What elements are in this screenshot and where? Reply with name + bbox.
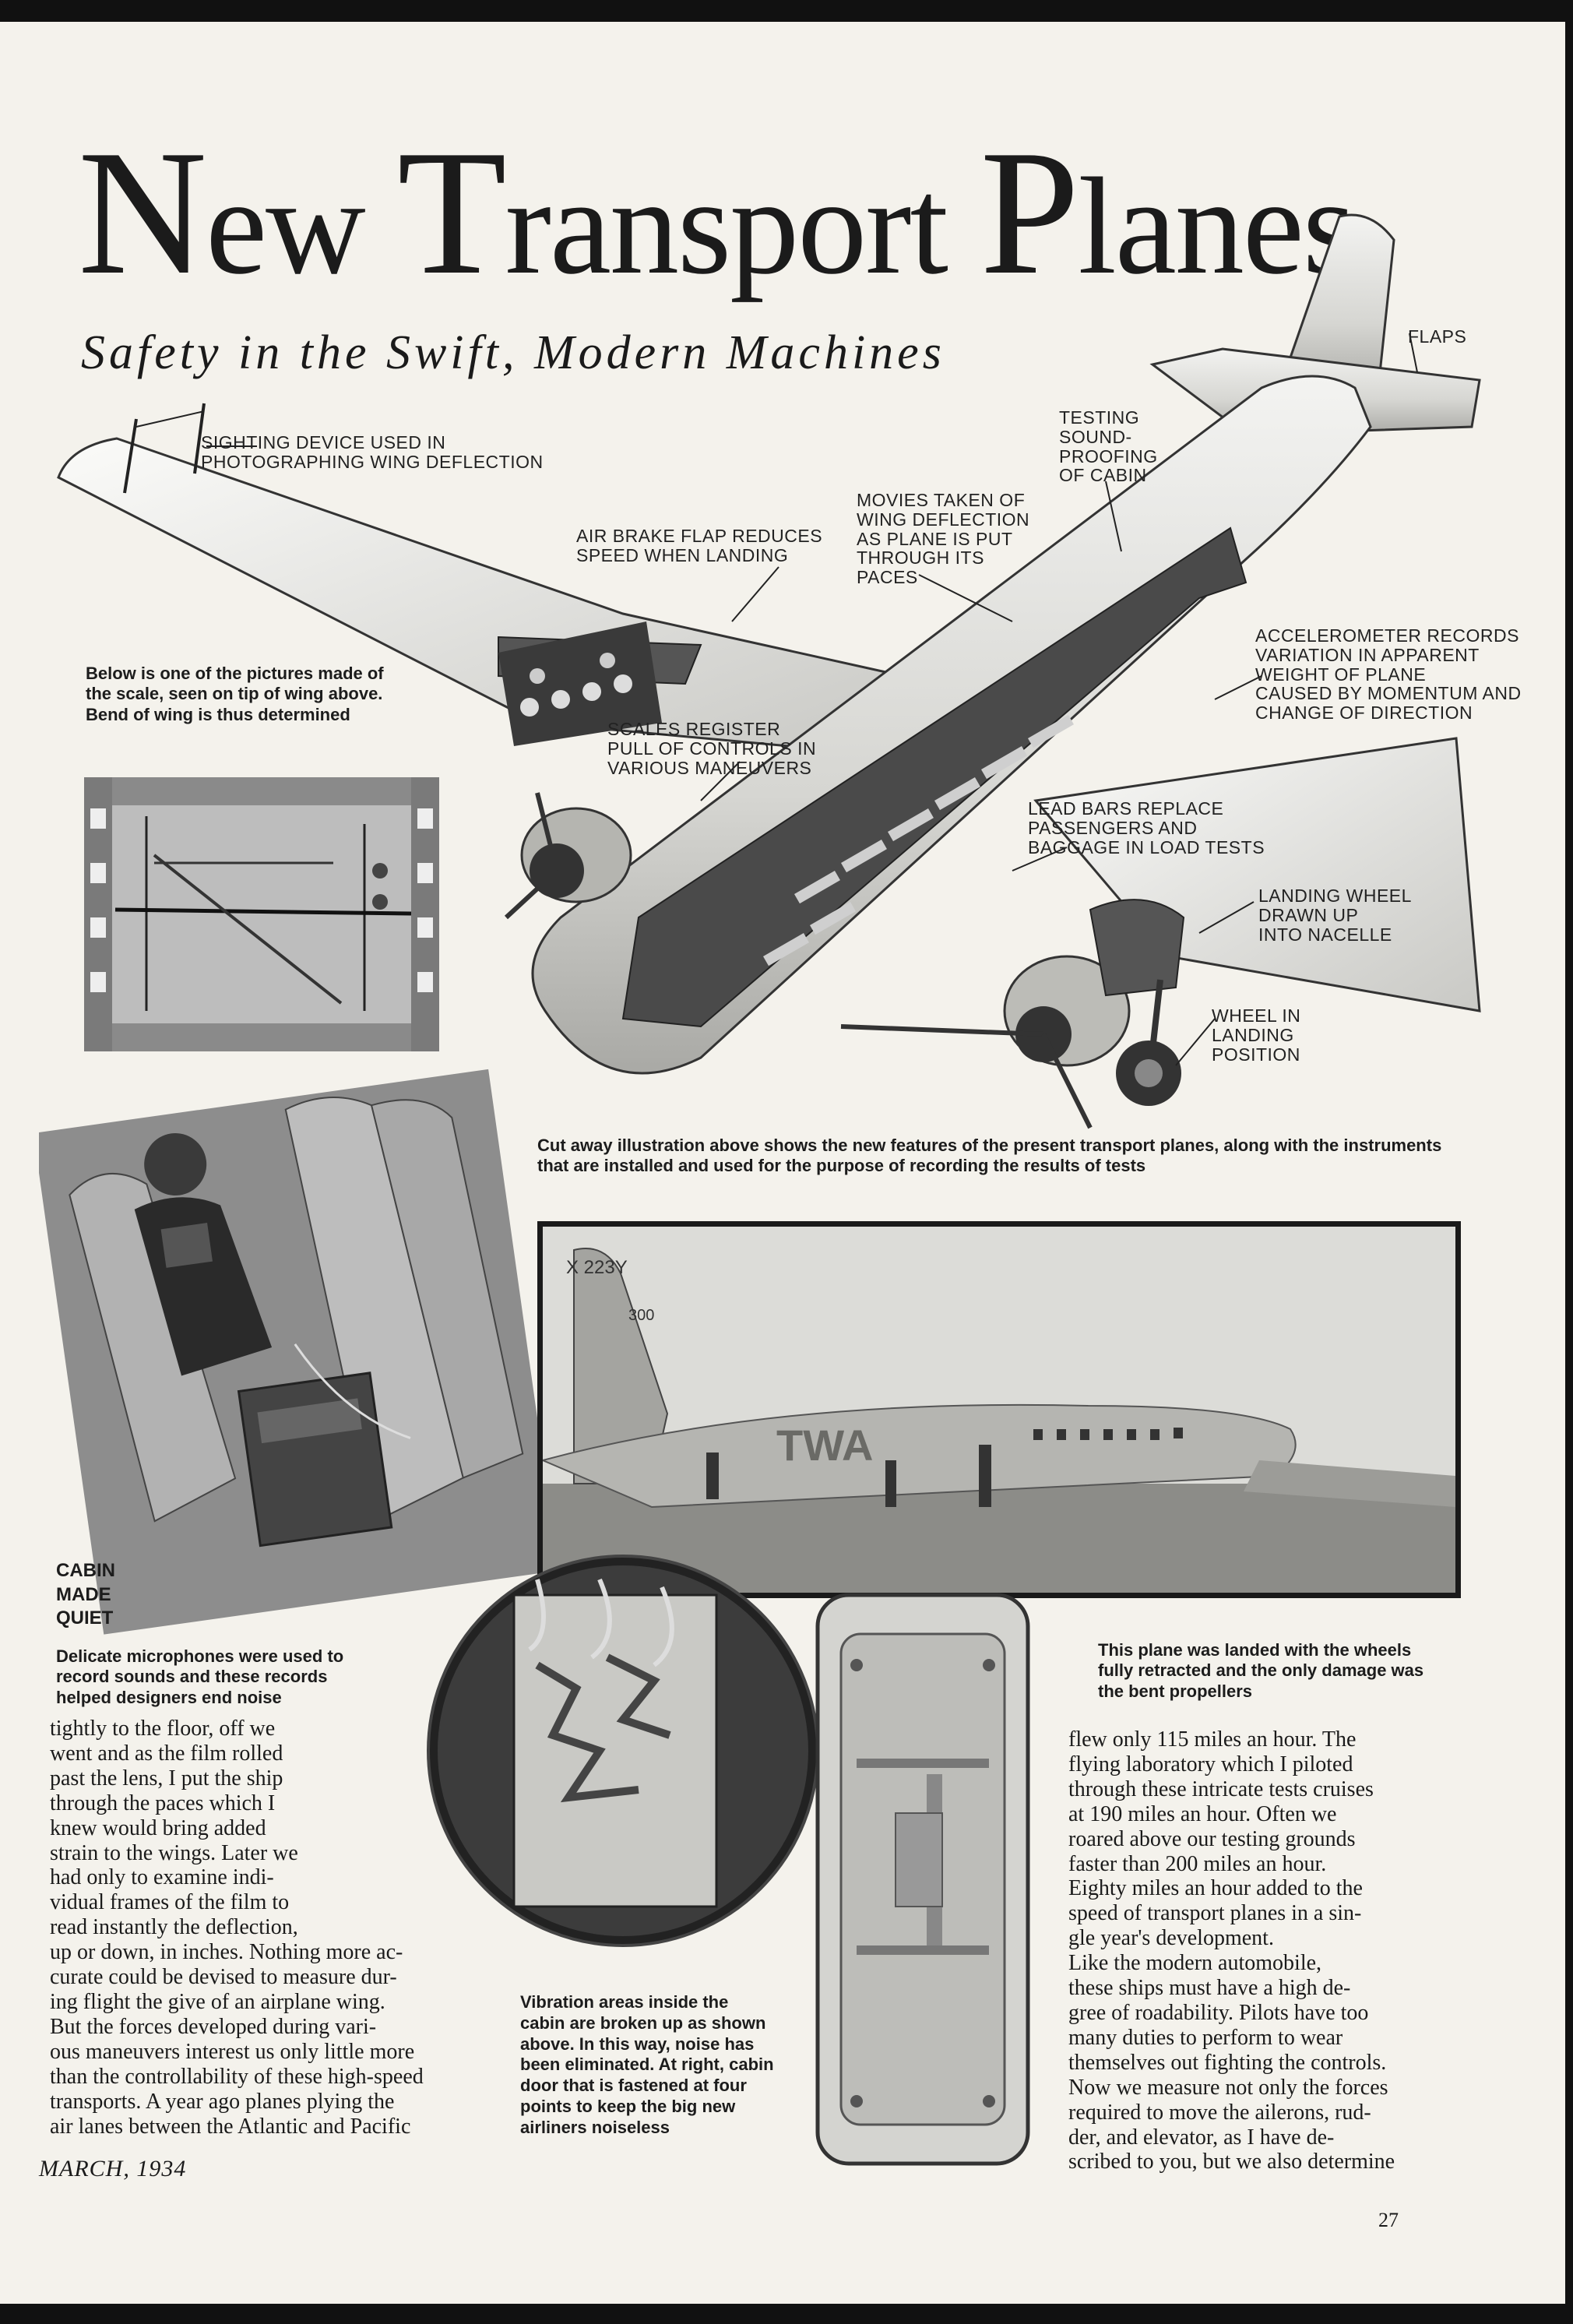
vibration-areas-photo [427,1555,819,1947]
cabin-heading-line-3: QUIET [56,1607,114,1629]
film-strip-photo [84,777,439,1051]
callout-sighting-device: SIGHTING DEVICE USED IN PHOTOGRAPHING WI… [201,432,544,472]
cabin-caption: Delicate microphones were used to record… [56,1646,344,1707]
twa-fuselage-letters: TWA [776,1421,873,1470]
cabin-heading-line-1: CABIN [56,1560,115,1581]
page-subtitle: Safety in the Swift, Modern Machines [81,326,945,379]
cabin-door-photo [815,1593,1030,2166]
callout-wheel-position: WHEEL IN LANDING POSITION [1212,1005,1301,1065]
twa-plane-image: X 223Y 300 TWA [543,1227,1455,1593]
right-engine [840,899,1185,1129]
callout-scales: SCALES REGISTER PULL OF CONTROLS IN VARI… [607,719,817,778]
callout-air-brake: AIR BRAKE FLAP REDUCES SPEED WHEN LANDIN… [576,526,823,565]
cabin-cutaway [621,526,1247,1028]
cabin-photo [39,1062,568,1638]
vibration-caption: Vibration areas inside the cabin are bro… [520,1992,774,2137]
cabin-floor-bars [762,715,1074,967]
twa-photo-caption: This plane was landed with the wheels fu… [1098,1640,1424,1701]
callout-movies: MOVIES TAKEN OF WING DEFLECTION AS PLANE… [857,490,1030,588]
cabin-heading-line-2: MADE [56,1583,111,1605]
sighting-device [123,403,206,494]
callout-leaders [206,333,1418,1066]
callout-testing-sound: TESTING SOUND- PROOFING OF CABIN [1059,407,1158,486]
callout-flaps: FLAPS [1408,326,1467,347]
cutaway-caption: Cut away illustration above shows the ne… [537,1136,1442,1176]
vertical-stabilizer [1275,213,1395,397]
landing-wheel [1116,979,1181,1106]
page-title: New Transport Planes [78,113,1357,312]
cutaway-plane-illustration [57,213,1481,1129]
twa-tail-number: X 223Y [566,1257,628,1278]
article-right-column: flew only 115 miles an hour. The flying … [1068,1727,1395,2174]
page-number: 27 [1378,2209,1399,2231]
wing-cutaway-ribs [498,621,662,746]
callout-lead-bars: LEAD BARS REPLACE PASSENGERS AND BAGGAGE… [1028,798,1265,857]
callout-landing-wheel: LANDING WHEEL DRAWN UP INTO NACELLE [1258,886,1412,945]
cabin-heading: CABIN MADE QUIET [56,1559,115,1631]
twa-tail-code: 300 [628,1307,654,1324]
twa-plane-photo: X 223Y 300 TWA [537,1221,1461,1598]
film-caption: Below is one of the pictures made of the… [86,664,384,724]
article-left-column: tightly to the floor, off we went and as… [50,1717,424,2139]
issue-date: MARCH, 1934 [39,2156,187,2181]
left-engine [504,792,632,920]
magazine-page: New Transport Planes Safety in the Swift… [0,22,1565,2304]
callout-accelerometer: ACCELEROMETER RECORDS VARIATION IN APPAR… [1255,625,1522,724]
